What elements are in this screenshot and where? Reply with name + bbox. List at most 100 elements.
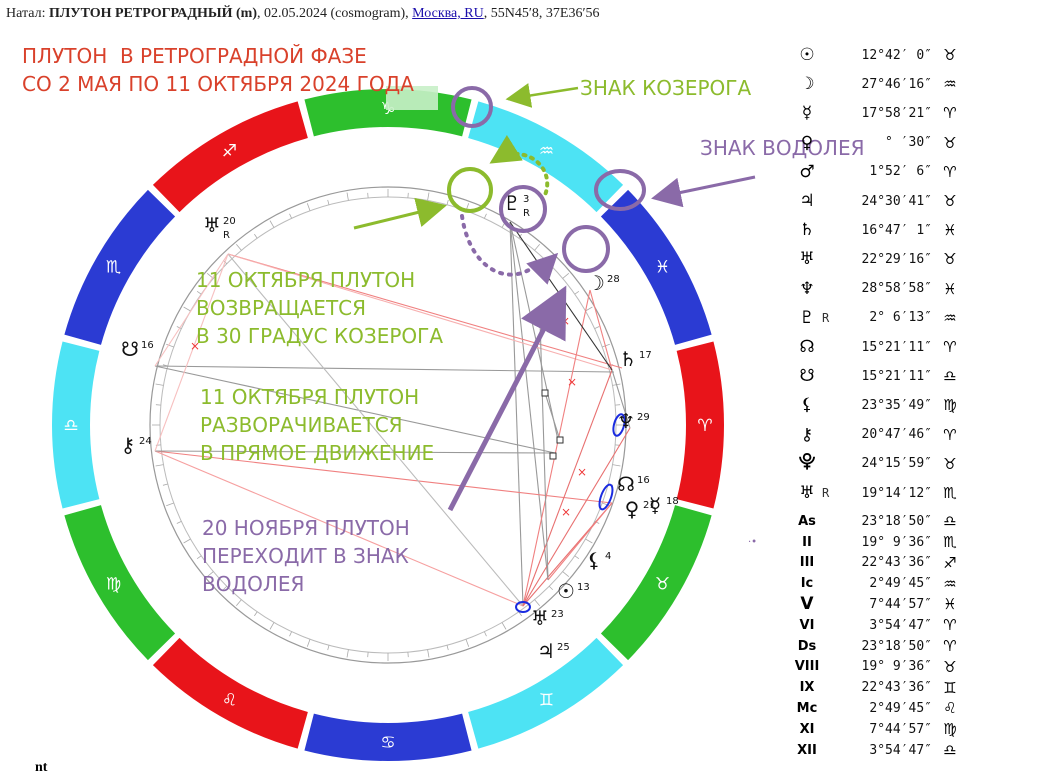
degree-value: 3°54′47″ [869, 617, 932, 633]
retro-flag: R [822, 486, 830, 500]
footer-text: nt [35, 760, 48, 775]
planet-jupiter: ♃25 [537, 639, 570, 663]
sun-icon: ☉ [557, 579, 575, 603]
body-glyph-icon: II [802, 534, 812, 550]
aspect-lines: ××××× [154, 221, 631, 613]
svg-text:×: × [567, 375, 577, 389]
degree-value: 22°43′36″ [861, 555, 932, 571]
planet-mercury: ☿ 18 [649, 493, 679, 517]
body-glyph-icon: V [800, 594, 814, 615]
position-row: ☽27°46′16″♒ [792, 73, 962, 95]
header-prefix: Натал: [6, 6, 49, 21]
saturn-icon: ♄ [619, 347, 637, 371]
planet-degree: 18 [666, 496, 679, 507]
sign-glyph-icon: ♉ [943, 454, 957, 473]
body-glyph-icon: VIII [794, 659, 820, 675]
city-link[interactable]: Москва, RU [412, 6, 484, 21]
planet-degree: 29 [637, 412, 650, 423]
sign-glyph-icon: ♒ [943, 75, 957, 94]
sign-segment-scorpio [64, 189, 176, 345]
chart-header: Натал: ПЛУТОН РЕТРОГРАДНЫЙ (m), 02.05.20… [6, 6, 600, 22]
degree-value: 19° 9′36″ [861, 534, 932, 550]
position-row: ☊15°21′11″♈ [792, 336, 962, 358]
position-row: ⚸23°35′49″♍ [792, 394, 962, 416]
retrograde-marker: R [523, 208, 530, 219]
pisces-icon: ♓ [655, 258, 670, 278]
pluto-aquarius-marker [562, 225, 610, 273]
zodiac-ring: ♈♉♊♋♌♍♎♏♐♑♒♓ [51, 89, 724, 761]
virgo-icon: ♍ [106, 575, 121, 595]
degree-value: 7°44′57″ [869, 721, 932, 737]
libra-icon: ♎ [63, 416, 78, 436]
annotation-overlay: ·• [353, 83, 757, 548]
pluto-direct-text: 11 ОКТЯБРЯ ПЛУТОН РАЗВОРАЧИВАЕТСЯ В ПРЯМ… [200, 385, 435, 465]
body-glyph-icon: ⯓ [798, 452, 816, 473]
header-coords: , 55N45′8, 37E36′56 [483, 6, 600, 21]
sign-glyph-icon: ♏ [943, 533, 957, 551]
sign-glyph-icon: ♈ [943, 338, 957, 356]
position-row: ♀ ° ′30″♉ [792, 132, 962, 154]
header-date: , 02.05.2024 (cosmogram), [257, 6, 413, 21]
sign-segment-libra [51, 341, 100, 509]
leo-icon: ♌ [222, 691, 237, 711]
body-glyph-icon: Ic [800, 576, 814, 592]
body-glyph-icon: ♀ [800, 132, 814, 153]
sign-glyph-icon: ♈ [943, 616, 957, 635]
degree-value: 7°44′57″ [869, 596, 932, 612]
planet-degree: 13 [577, 582, 590, 593]
retrograde-period-text: ПЛУТОН В РЕТРОГРАДНОЙ ФАЗЕ СО 2 МАЯ ПО 1… [22, 44, 414, 96]
degree-value: 16°47′ 1″ [861, 222, 932, 238]
planet-degree: 28 [607, 274, 620, 285]
planet-degree: 21 [643, 500, 656, 511]
node-south-icon: ☋ [121, 337, 139, 361]
venus-icon: ♀ [625, 497, 640, 521]
body-glyph-icon: ♄ [799, 220, 815, 241]
chart-title: ПЛУТОН РЕТРОГРАДНЫЙ (m) [48, 6, 258, 21]
capricorn-sign-label: ЗНАК КОЗЕРОГА [580, 76, 752, 100]
planet-pluto: ♇3R [503, 191, 530, 219]
planet-degree: 20 [223, 216, 236, 227]
degree-value: 27°46′16″ [861, 76, 932, 92]
degree-value: 2°49′45″ [869, 576, 932, 592]
sign-glyph-icon: ♒ [943, 308, 957, 327]
sign-glyph-icon: ♍ [943, 720, 957, 739]
sign-glyph-icon: ♓ [943, 595, 957, 614]
hades-icon: ♅ [203, 213, 221, 237]
body-glyph-icon: ♅ [799, 483, 815, 503]
sign-glyph-icon: ♉ [943, 133, 957, 152]
svg-text:×: × [577, 465, 587, 479]
sign-segment-leo [152, 637, 308, 749]
sign-glyph-icon: ♒ [943, 574, 957, 593]
sign-segment-cancer [304, 713, 472, 761]
mercury-icon: ☿ [649, 493, 661, 517]
degree-value: 15°21′11″ [861, 339, 932, 355]
position-row: ♄16°47′ 1″♓ [792, 219, 962, 241]
neptune-icon: ♆ [617, 409, 635, 433]
aquarius-sign-label: ЗНАК ВОДОЛЕЯ [700, 136, 865, 160]
degree-value: 2°49′45″ [869, 700, 932, 716]
sign-glyph-icon: ♌ [943, 699, 957, 718]
body-glyph-icon: ⚸ [800, 395, 814, 416]
planet-uranus: ♅23 [531, 606, 564, 630]
position-row: V 7°44′57″ ♓ [792, 594, 962, 614]
aquarius-icon: ♒ [539, 141, 554, 161]
sagittarius-icon: ♐ [222, 141, 237, 161]
planet-degree: 16 [141, 340, 154, 351]
degree-value: 23°18′50″ [861, 638, 932, 654]
svg-text:×: × [560, 314, 570, 328]
pluto-return-marker [447, 167, 493, 213]
body-glyph-icon: ⚷ [800, 424, 814, 445]
degree-value: 22°29′16″ [861, 251, 932, 267]
planet-node-north: ☊16 [617, 472, 650, 496]
planet-moon: ☽28 [587, 271, 620, 295]
planet-degree: 25 [557, 642, 570, 653]
gemini-icon: ♊ [539, 691, 554, 711]
